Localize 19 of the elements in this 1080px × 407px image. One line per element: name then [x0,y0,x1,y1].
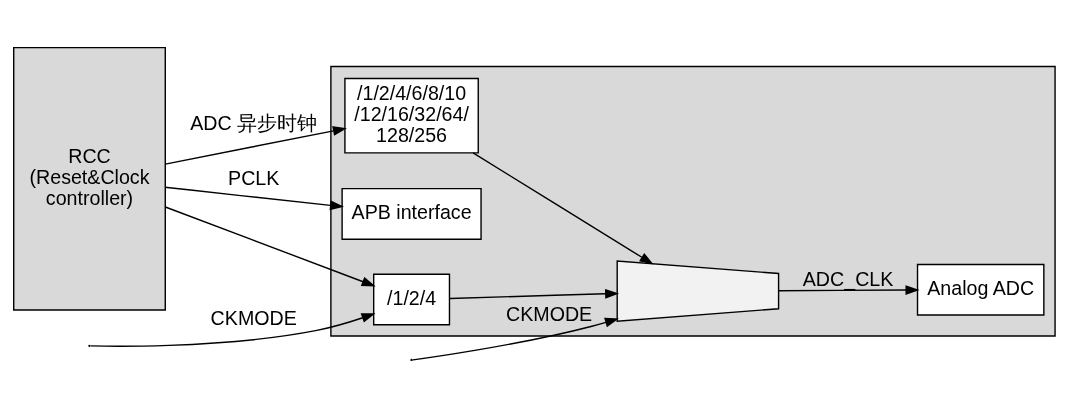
arrow [164,205,376,286]
node-box: /1/2/4 [373,273,451,325]
node-box: Analog ADC [916,263,1045,316]
arrow [412,317,619,361]
arrow [778,284,920,295]
node-box: /1/2/4/6/8/10 /12/16/32/64/ 128/256 [344,77,479,154]
arrow [90,312,376,347]
node-trapezoid [616,259,780,322]
node-box: APB interface [341,187,482,240]
node-box: RCC (Reset&Clock controller) [13,46,166,311]
arrow [472,151,654,265]
edge-label: PCLK [228,166,280,189]
edge-label: CKMODE [506,302,593,325]
edge-label: ADC 异步时钟 [190,111,318,134]
edge-label: CKMODE [210,306,297,329]
arrow [164,125,347,165]
arrow [449,288,620,299]
arrow [164,186,344,210]
edge-label: ADC_CLK [802,267,894,290]
